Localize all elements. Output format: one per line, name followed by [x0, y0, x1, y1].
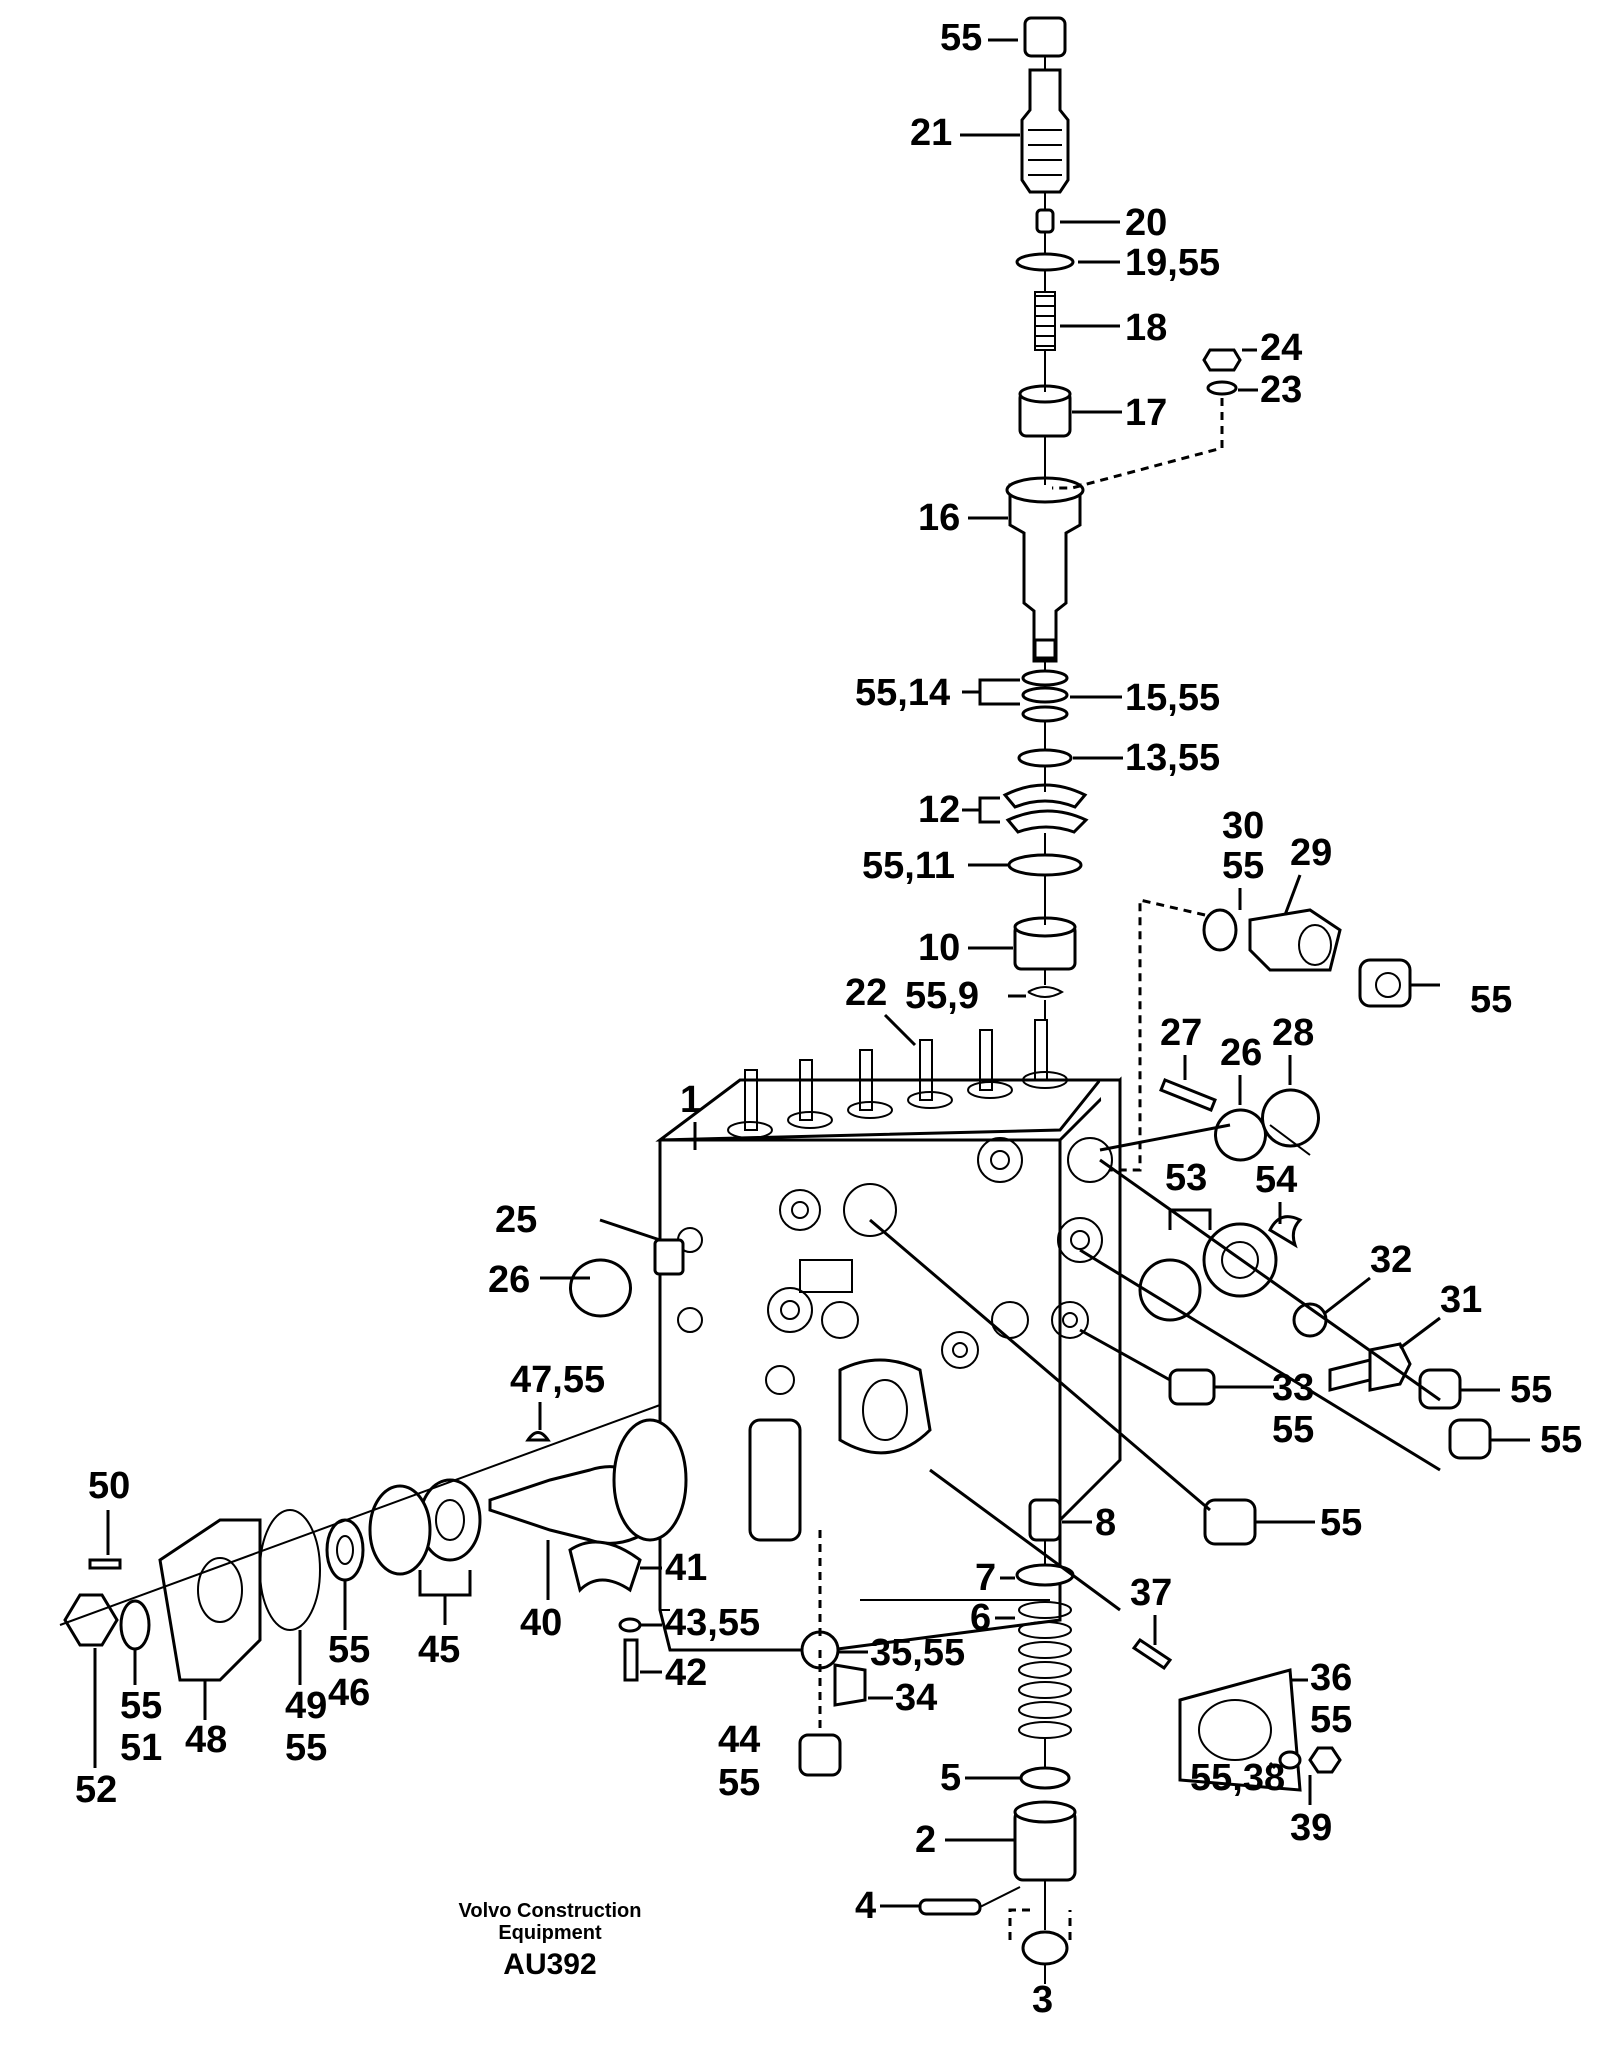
label-47-55: 47,55	[510, 1359, 605, 1401]
label-48: 48	[185, 1719, 227, 1761]
label-8: 8	[1095, 1502, 1116, 1544]
label-28: 28	[1272, 1012, 1314, 1054]
label-36: 36	[1310, 1657, 1352, 1699]
label-12: 12	[918, 789, 960, 831]
label-54: 54	[1255, 1159, 1297, 1201]
label-16: 16	[918, 497, 960, 539]
label-6: 6	[970, 1597, 991, 1639]
label-22: 22	[845, 972, 887, 1014]
label-7: 7	[975, 1557, 996, 1599]
label-15-55: 15,55	[1125, 677, 1220, 719]
top-parts-stack	[1002, 16, 1242, 1020]
label-13-55: 13,55	[1125, 737, 1220, 779]
label-55-9: 55,9	[905, 975, 979, 1017]
label-29: 29	[1290, 832, 1332, 874]
label-55-51: 55	[120, 1685, 162, 1727]
illustration-code: AU392	[503, 1948, 597, 1981]
left-side-parts	[59, 1218, 867, 1777]
label-40: 40	[520, 1602, 562, 1644]
label-49: 49	[285, 1685, 327, 1727]
pump-housing	[655, 1019, 1122, 1652]
label-44: 44	[718, 1719, 760, 1761]
label-5: 5	[940, 1757, 961, 1799]
label-27: 27	[1160, 1012, 1202, 1054]
label-31: 31	[1440, 1279, 1482, 1321]
label-1: 1	[680, 1079, 701, 1121]
label-41: 41	[665, 1547, 707, 1589]
callout-labels: 55 21 20 19,55 18 24 23 17 16 55,14 15,5…	[75, 17, 1582, 2021]
label-20: 20	[1125, 202, 1167, 244]
label-42: 42	[665, 1652, 707, 1694]
label-55-ring: 55	[1222, 845, 1264, 887]
label-23: 23	[1260, 369, 1302, 411]
label-55-31b: 55	[1540, 1419, 1582, 1461]
label-37: 37	[1130, 1572, 1172, 1614]
label-55-11: 55,11	[862, 845, 955, 887]
label-34: 34	[895, 1677, 937, 1719]
label-55-14: 55,14	[855, 672, 950, 714]
label-30: 30	[1222, 805, 1264, 847]
label-26-left: 26	[488, 1259, 530, 1301]
label-3: 3	[1032, 1979, 1053, 2021]
label-2: 2	[915, 1819, 936, 1861]
label-50: 50	[88, 1465, 130, 1507]
label-32: 32	[1370, 1239, 1412, 1281]
label-4: 4	[855, 1885, 876, 1927]
brand-line-1: Volvo Construction	[458, 1900, 642, 1922]
right-side-parts	[869, 898, 1530, 1546]
label-55-44: 55	[718, 1762, 760, 1804]
label-45: 45	[418, 1629, 460, 1671]
label-53: 53	[1165, 1157, 1207, 1199]
label-46: 46	[328, 1672, 370, 1714]
label-55-36: 55	[1310, 1699, 1352, 1741]
label-55-46: 55	[328, 1629, 370, 1671]
bottom-parts-stack	[918, 1468, 1342, 1984]
label-51: 51	[120, 1727, 162, 1769]
label-25: 25	[495, 1199, 537, 1241]
label-17: 17	[1125, 392, 1167, 434]
label-26-right: 26	[1220, 1032, 1262, 1074]
label-24: 24	[1260, 327, 1302, 369]
label-55-plug-bottom: 55	[1320, 1502, 1362, 1544]
label-55-31a: 55	[1510, 1369, 1552, 1411]
label-55-cap: 55	[940, 17, 982, 59]
label-43-55: 43,55	[665, 1602, 760, 1644]
label-55-49: 55	[285, 1727, 327, 1769]
label-35-55: 35,55	[870, 1632, 965, 1674]
publisher-footer: Volvo Construction Equipment AU392	[430, 1900, 670, 1982]
label-18: 18	[1125, 307, 1167, 349]
brand-line-2: Equipment	[498, 1922, 602, 1944]
label-52: 52	[75, 1769, 117, 1811]
label-21: 21	[910, 112, 952, 154]
label-19-55: 19,55	[1125, 242, 1220, 284]
label-55-33: 55	[1272, 1409, 1314, 1451]
label-55-plug-29: 55	[1470, 979, 1512, 1021]
label-10: 10	[918, 927, 960, 969]
label-39: 39	[1290, 1807, 1332, 1849]
label-33: 33	[1272, 1367, 1314, 1409]
